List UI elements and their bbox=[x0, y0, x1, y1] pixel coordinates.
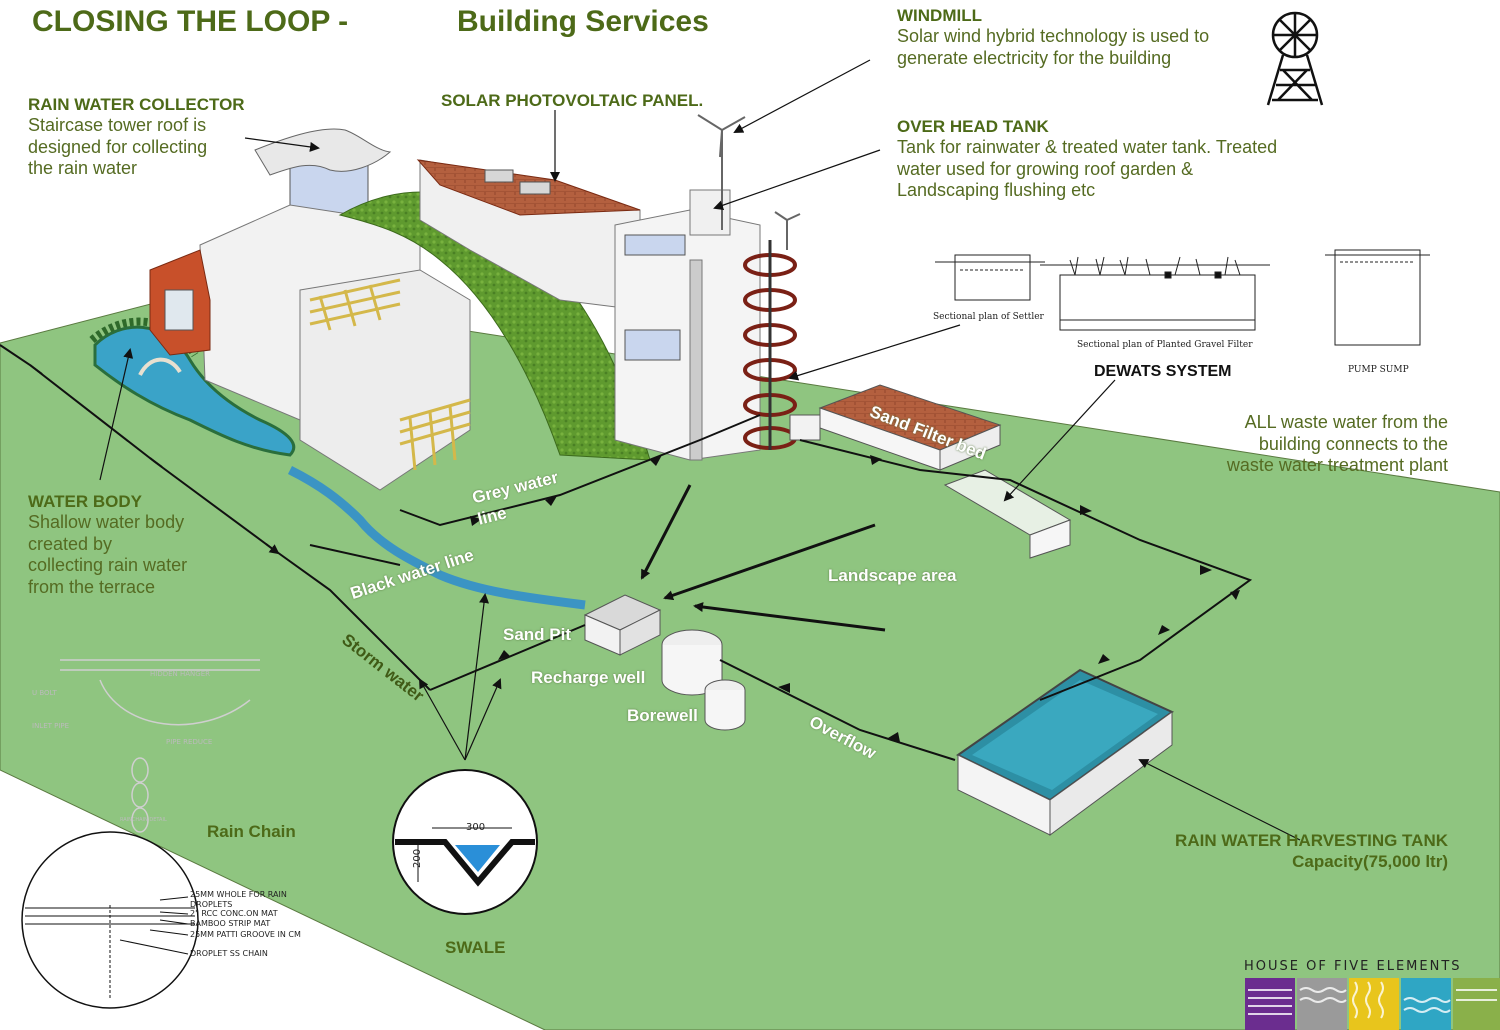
waste-note-line: ALL waste water from the bbox=[1244, 412, 1448, 432]
rain-collector-line: Staircase tower roof is bbox=[28, 115, 207, 135]
water-body-heading: WATER BODY bbox=[28, 492, 142, 511]
title-right: Building Services bbox=[457, 5, 709, 38]
ghost-label: U BOLT bbox=[32, 689, 57, 697]
swale-depth: 200 bbox=[412, 848, 423, 868]
windmill-line: generate electricity for the building bbox=[897, 47, 1172, 68]
swale-label: SWALE bbox=[445, 938, 506, 957]
harvesting-tank-capacity: Capacity(75,000 ltr) bbox=[1292, 852, 1448, 871]
rain-chain-ghost-drawing bbox=[60, 659, 260, 833]
solar-panel-heading: SOLAR PHOTOVOLTAIC PANEL. bbox=[441, 91, 704, 110]
water-body-description: Shallow water body created by collecting… bbox=[28, 512, 187, 598]
waste-note-line: waste water treatment plant bbox=[1226, 455, 1448, 475]
overhead-tank-heading: OVER HEAD TANK bbox=[897, 117, 1049, 136]
rain-collector-description: Staircase tower roof is designed for col… bbox=[28, 115, 207, 180]
rain-collector-heading: RAIN WATER COLLECTOR bbox=[28, 95, 245, 114]
detail-label: BAMBOO STRIP MAT bbox=[190, 919, 271, 928]
black-water-channel bbox=[287, 465, 586, 610]
logo-block-purple bbox=[1245, 978, 1295, 1030]
gravel-filter-caption: Sectional plan of Planted Gravel Filter bbox=[1077, 340, 1253, 350]
recharge-well-label: Recharge well bbox=[531, 668, 646, 687]
ghost-label: RAINCHAIN DETAIL bbox=[120, 817, 167, 823]
swale-profile bbox=[395, 839, 535, 887]
water-body-line: from the terrace bbox=[28, 576, 156, 597]
waste-water-loop-line bbox=[799, 439, 1253, 701]
waste-water-note: ALL waste water from the building connec… bbox=[1150, 412, 1448, 477]
rain-collector-line: designed for collecting bbox=[28, 136, 208, 157]
swale-width: 300 bbox=[466, 822, 486, 833]
overhead-tank-line: Landscaping flushing etc bbox=[897, 180, 1096, 200]
windmill-line: Solar wind hybrid technology is used to bbox=[897, 26, 1210, 46]
rain-collector-roof bbox=[254, 128, 392, 176]
ghost-label: PIPE REDUCE bbox=[166, 738, 213, 746]
pump-sump-caption: PUMP SUMP bbox=[1348, 365, 1409, 375]
spiral-staircase bbox=[743, 240, 797, 450]
water-body-line: collecting rain water bbox=[28, 555, 188, 575]
solar-panel bbox=[484, 169, 514, 183]
logo-color-blocks bbox=[1245, 978, 1500, 1030]
windmill-icon bbox=[1266, 11, 1324, 106]
harvesting-tank-heading: RAIN WATER HARVESTING TANK bbox=[1175, 831, 1448, 850]
bamboo-pergola bbox=[309, 278, 471, 471]
logo-text: HOUSE OF FIVE ELEMENTS bbox=[1244, 959, 1462, 974]
wind-turbine bbox=[697, 114, 801, 250]
borewell-label: Borewell bbox=[627, 706, 698, 725]
sand-pit-label: Sand Pit bbox=[503, 625, 572, 644]
logo-block-blue bbox=[1401, 978, 1451, 1030]
detail-label: 25MM WHOLE FOR RAIN bbox=[190, 890, 287, 899]
dewats-gravel-filter-drawing bbox=[1040, 256, 1270, 331]
swale-detail-circle bbox=[392, 769, 538, 915]
dewats-settler-drawing bbox=[935, 254, 1045, 301]
dewats-title: DEWATS SYSTEM bbox=[1094, 363, 1232, 380]
rain-collector-line: the rain water bbox=[28, 158, 138, 178]
detail-label: DROPLET SS CHAIN bbox=[190, 949, 268, 958]
settler-caption: Sectional plan of Settler bbox=[933, 312, 1044, 322]
borewell-shape bbox=[704, 690, 746, 731]
storm-water-boundary bbox=[0, 344, 431, 691]
grey-water-flow-line bbox=[399, 414, 761, 527]
water-body-line: created by bbox=[28, 533, 113, 554]
water-body-line: Shallow water body bbox=[28, 512, 185, 532]
landscape-label: Landscape area bbox=[828, 566, 957, 585]
ghost-label: INLET PIPE bbox=[32, 722, 70, 730]
detail-label: 2" RCC CONC.ON MAT bbox=[190, 909, 278, 918]
overflow-line bbox=[719, 659, 956, 761]
detail-label: DROPLETS bbox=[190, 900, 233, 909]
waste-note-line: building connects to the bbox=[1258, 433, 1448, 454]
title-left: CLOSING THE LOOP - bbox=[32, 5, 349, 38]
windmill-heading: WINDMILL bbox=[897, 6, 982, 25]
overhead-tank-line: Tank for rainwater & treated water tank.… bbox=[897, 137, 1278, 157]
detail-label: 25MM PATTI GROOVE IN CM bbox=[190, 930, 301, 939]
dewats-pump-sump-drawing bbox=[1325, 249, 1430, 346]
overhead-tank-line: water used for growing roof garden & bbox=[897, 158, 1194, 179]
rain-chain-label: Rain Chain bbox=[207, 822, 296, 841]
windmill-description: Solar wind hybrid technology is used to … bbox=[897, 26, 1209, 69]
ghost-label: HIDDEN HANGER bbox=[150, 670, 210, 678]
logo-block-grey bbox=[1297, 978, 1347, 1030]
overhead-tank-description: Tank for rainwater & treated water tank.… bbox=[897, 137, 1277, 202]
logo-block-green bbox=[1453, 978, 1500, 1030]
